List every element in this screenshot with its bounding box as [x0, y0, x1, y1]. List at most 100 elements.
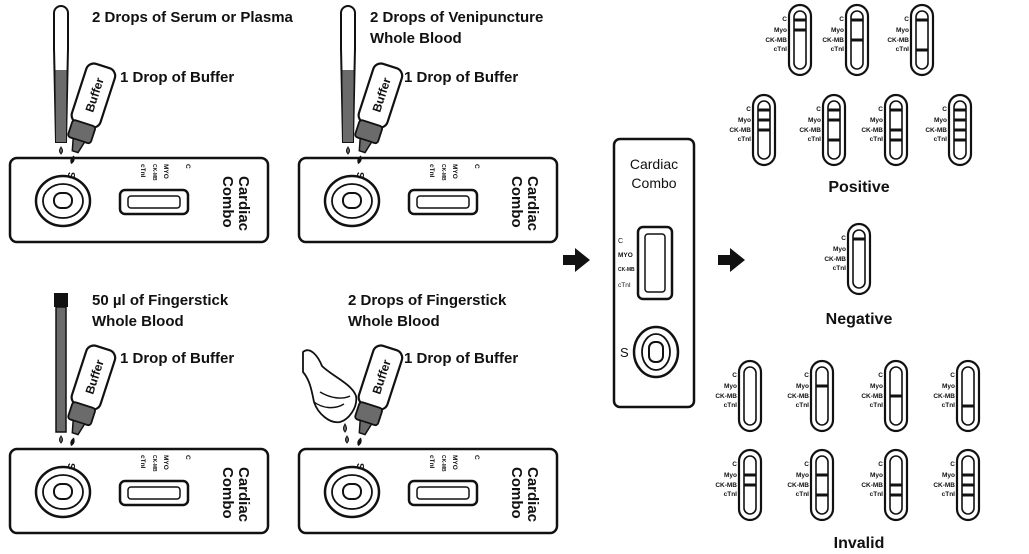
- card-label-ctni: cTnI: [724, 402, 738, 409]
- result-line-myo: [758, 118, 770, 122]
- buffer-bottle-1: Buffer: [67, 62, 117, 165]
- card-label-ck-mb: CK-MB: [822, 37, 844, 44]
- card-strip: [827, 100, 841, 160]
- cassette-title-line2: Combo: [508, 176, 525, 228]
- card-label-c: C: [804, 372, 809, 379]
- sample-well-hole: [53, 192, 73, 209]
- card-label-ck-mb: CK-MB: [861, 482, 883, 489]
- bottle-nozzle: [358, 419, 373, 436]
- card-label-ctni: cTnI: [870, 402, 884, 409]
- line-label-ctni: cTnI: [428, 455, 435, 469]
- capillary-plunger: [54, 293, 68, 307]
- line-label-ck-mb: CK-MB: [440, 164, 446, 181]
- card-label-c: C: [841, 235, 846, 242]
- capillary-body: [55, 306, 67, 433]
- card-label-myo: Myo: [934, 117, 947, 124]
- step3-buffer-instruction: 1 Drop of Buffer: [120, 350, 235, 367]
- card-label-c: C: [816, 106, 821, 113]
- result-line-c: [916, 18, 928, 22]
- result-line-ctni: [828, 138, 840, 142]
- bottle-nozzle: [358, 137, 373, 154]
- hand-outline: [302, 349, 358, 424]
- line-label-myo: MYO: [451, 455, 458, 470]
- sample-drop: [346, 146, 350, 155]
- invalid-heading: Invalid: [834, 535, 885, 552]
- result-membrane: [127, 486, 181, 500]
- sample-drop: [59, 146, 63, 155]
- card-label-ck-mb: CK-MB: [715, 393, 737, 400]
- sample-well-label: S: [354, 172, 365, 179]
- result-line-ck-mb: [758, 128, 770, 132]
- card-label-c: C: [878, 461, 883, 468]
- cassette-title-line2: Combo: [219, 176, 236, 228]
- card-label-ctni: cTnI: [796, 402, 810, 409]
- card-strip: [743, 366, 757, 426]
- card-label-myo: Myo: [831, 27, 844, 34]
- sample-well-hole: [342, 483, 362, 500]
- card-label-ck-mb: CK-MB: [861, 393, 883, 400]
- buffer-bottle-4: Buffer: [354, 344, 404, 447]
- buffer-drop: [357, 437, 362, 447]
- dropper-sample: [342, 70, 354, 142]
- result-line-ck-mb: [890, 128, 902, 132]
- card-label-c: C: [804, 461, 809, 468]
- card-label-c: C: [878, 372, 883, 379]
- sample-well-label: S: [65, 463, 76, 470]
- card-label-myo: Myo: [896, 27, 909, 34]
- card-label-ctni: cTnI: [942, 402, 956, 409]
- result-line-ctni: [916, 48, 928, 52]
- line-label-c: C: [618, 238, 623, 245]
- card-label-ck-mb: CK-MB: [729, 127, 751, 134]
- step4-buffer-instruction: 1 Drop of Buffer: [404, 350, 519, 367]
- card-label-myo: Myo: [724, 383, 737, 390]
- card-label-ck-mb: CK-MB: [933, 482, 955, 489]
- card-label-ck-mb: CK-MB: [824, 256, 846, 263]
- line-label-myo: MYO: [618, 252, 633, 259]
- card-label-c: C: [942, 106, 947, 113]
- card-label-ctni: cTnI: [774, 46, 788, 53]
- result-line-ctni: [962, 493, 974, 497]
- result-membrane: [416, 486, 470, 500]
- card-label-c: C: [839, 16, 844, 23]
- result-line-ck-mb: [890, 394, 902, 398]
- sample-well-hole: [648, 341, 664, 363]
- card-label-c: C: [732, 372, 737, 379]
- card-label-myo: Myo: [774, 27, 787, 34]
- line-label-c: C: [473, 164, 480, 169]
- line-label-myo: MYO: [162, 455, 169, 470]
- line-label-ck-mb: CK-MB: [151, 455, 157, 472]
- card-strip: [961, 366, 975, 426]
- result-line-ck-mb: [954, 128, 966, 132]
- card-label-myo: Myo: [738, 117, 751, 124]
- line-label-ck-mb: CK-MB: [151, 164, 157, 181]
- card-label-c: C: [782, 16, 787, 23]
- cassette-title-line1: Cardiac: [235, 467, 252, 522]
- buffer-bottle-2: Buffer: [354, 62, 404, 165]
- card-label-ctni: cTnI: [738, 136, 752, 143]
- finger-crease: [313, 401, 345, 409]
- sample-dropper-1: [53, 5, 69, 155]
- negative-heading: Negative: [826, 311, 893, 328]
- sample-drop: [59, 435, 63, 444]
- result-line-c: [954, 108, 966, 112]
- result-line-ck-mb: [744, 483, 756, 487]
- buffer-bottle-3: Buffer: [67, 344, 117, 447]
- card-label-ctni: cTnI: [796, 491, 810, 498]
- buffer-drop: [70, 437, 75, 447]
- result-line-myo: [828, 118, 840, 122]
- card-strip: [915, 10, 929, 70]
- card-label-ctni: cTnI: [808, 136, 822, 143]
- fingertip-icon: [302, 349, 358, 444]
- card-label-myo: Myo: [870, 117, 883, 124]
- line-label-ctni: cTnI: [618, 282, 631, 289]
- card-label-myo: Myo: [808, 117, 821, 124]
